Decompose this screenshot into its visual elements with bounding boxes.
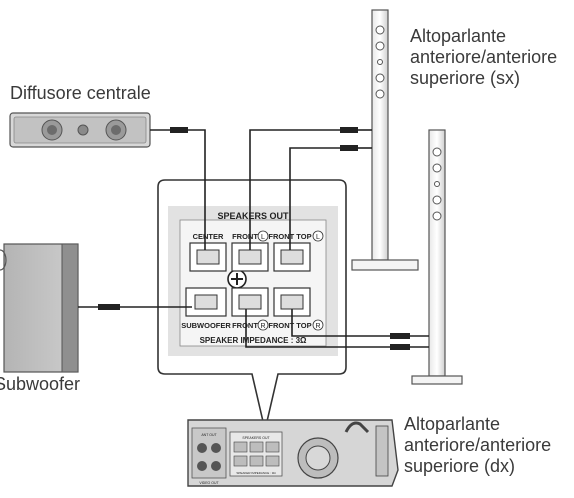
svg-text:R: R (315, 323, 320, 330)
cable-front-left (249, 129, 340, 250)
front-right-label-3: superiore (dx) (404, 456, 516, 476)
badge-front-right: R (257, 319, 269, 331)
center-speaker-label: Diffusore centrale (10, 83, 151, 103)
panel-impedance: SPEAKER IMPEDANCE : 3Ω (200, 336, 307, 345)
terminal-label-center: CENTER (193, 232, 224, 241)
receiver-impedance-label: SPEAKER IMPEDANCE : 3Ω (236, 471, 276, 475)
terminal-subwoofer (185, 287, 227, 317)
terminal-center (189, 242, 227, 272)
terminal-label-front-left: FRONT (232, 232, 258, 241)
terminal-label-front-top-right: FRONT TOP (268, 321, 311, 330)
svg-text:L: L (261, 234, 265, 241)
cable-connectors (98, 127, 410, 350)
front-left-label-1: Altoparlante (410, 26, 507, 46)
cable-front-right (245, 309, 390, 348)
front-right-tower (411, 129, 463, 385)
terminal-front-left (231, 242, 269, 272)
svg-text:L: L (316, 234, 320, 241)
terminal-front-right (231, 287, 269, 317)
cable-front-top-left (289, 147, 340, 250)
badge-front-top-right: R (312, 319, 324, 331)
speaker-cables (78, 129, 429, 348)
terminal-label-subwoofer: SUBWOOFER (181, 321, 231, 330)
center-speaker (9, 112, 151, 148)
cable-front-top-right (291, 309, 390, 337)
receiver-ant-out-label: ANT OUT (201, 433, 217, 437)
receiver-video-out-label: VIDEO OUT (199, 481, 219, 485)
subwoofer-label: Subwoofer (0, 374, 81, 394)
front-right-label-1: Altoparlante (404, 414, 501, 434)
cable-center (150, 129, 206, 250)
front-left-label-2: anteriore/anteriore (410, 47, 558, 67)
badge-front-top-left: L (312, 230, 324, 242)
subwoofer-speaker (0, 243, 79, 373)
panel-title: SPEAKERS OUT (217, 211, 289, 221)
badge-front-left: L (257, 230, 269, 242)
front-left-tower (351, 9, 419, 271)
svg-text:R: R (260, 323, 265, 330)
front-left-label-3: superiore (sx) (410, 68, 521, 88)
receiver-unit (187, 419, 399, 487)
front-right-label-2: anteriore/anteriore (404, 435, 552, 455)
receiver-speakers-out-label: SPEAKERS OUT (242, 436, 270, 440)
terminal-front-top-left (273, 242, 311, 272)
